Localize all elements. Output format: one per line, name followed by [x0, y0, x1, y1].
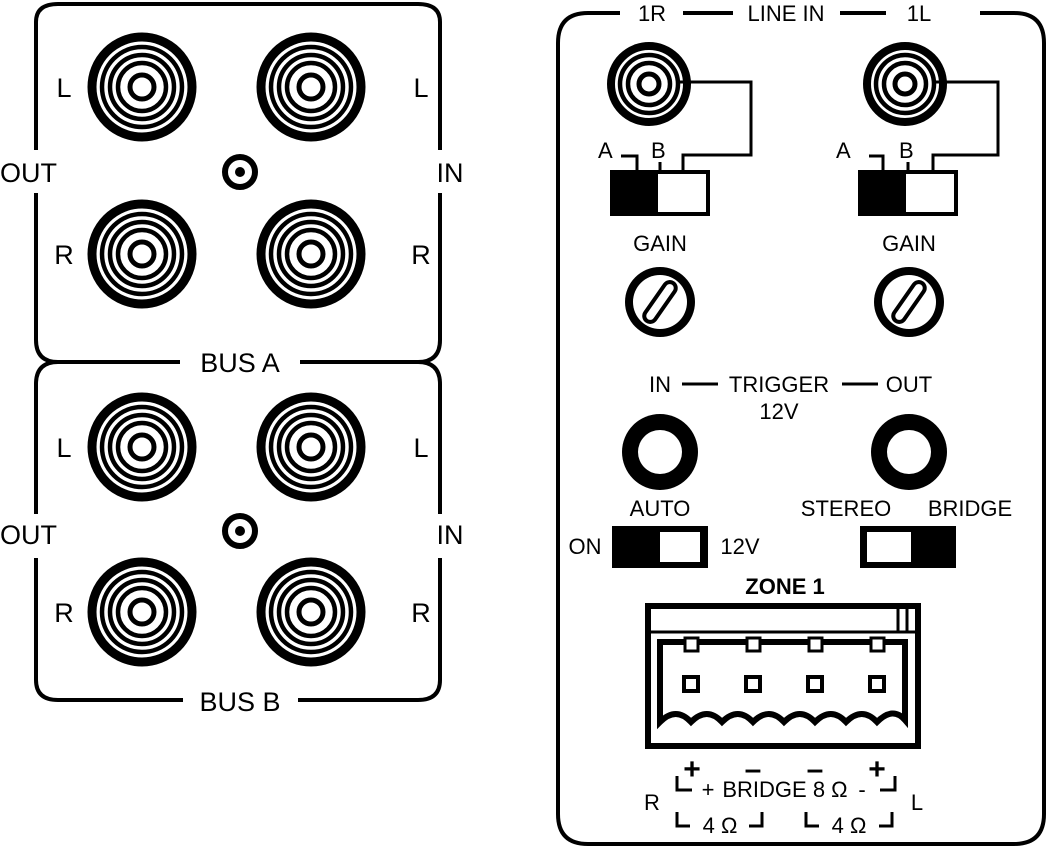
bus-b-section: L L R R OUT IN BUS B — [0, 360, 464, 717]
bus-a-in-r-jack[interactable] — [261, 204, 361, 304]
line-in-1r-jack[interactable] — [611, 46, 687, 122]
stereo-bridge-switch[interactable] — [860, 526, 956, 568]
bridge-plus-label: + — [702, 777, 715, 802]
trigger-out-jack[interactable] — [871, 414, 947, 490]
mode-switch-stereo-label: STEREO — [801, 496, 891, 521]
bus-b-out-l-jack[interactable] — [92, 397, 192, 497]
bus-a-in-label: IN — [437, 158, 464, 188]
trigger-switch-12v-label: 12V — [720, 534, 759, 559]
bus-a-out-r-label: R — [54, 240, 74, 270]
zone-l-label: L — [911, 790, 923, 815]
bus-b-in-r-label: R — [411, 598, 431, 628]
gain-1l-knob[interactable] — [872, 265, 946, 339]
line-in-1r-label: 1R — [638, 1, 666, 26]
gain-1l-label: GAIN — [882, 231, 936, 256]
bus-b-out-l-label: L — [56, 433, 71, 463]
zone-r-label: R — [644, 790, 660, 815]
mode-switch-bridge-label: BRIDGE — [928, 496, 1012, 521]
r-impedance-label: 4 Ω — [703, 813, 738, 838]
bus-b-in-label: IN — [437, 520, 464, 550]
bus-a-in-r-label: R — [411, 240, 431, 270]
line-in-1l-jack[interactable] — [867, 46, 943, 122]
trigger-out-label: OUT — [886, 372, 932, 397]
gain-1r-label: GAIN — [633, 231, 687, 256]
bridge-label: BRIDGE 8 Ω — [722, 777, 847, 802]
trigger-switch-on-label: ON — [569, 534, 602, 559]
gain-1r-knob[interactable] — [623, 265, 697, 339]
zone-1-speaker-terminal[interactable] — [645, 603, 921, 749]
terminal-2-polarity: – — [745, 753, 762, 786]
bus-a-out-l-jack[interactable] — [92, 37, 192, 137]
bus-a-title: BUS A — [200, 348, 280, 378]
bus-a-ground-icon — [225, 157, 255, 187]
bridge-minus-label: - — [858, 777, 865, 802]
bus-b-in-l-label: L — [413, 433, 428, 463]
bus-a-section: L L R R OUT IN BUS A — [0, 2, 464, 378]
switch-1l-ab[interactable] — [858, 170, 958, 216]
switch-1r-ab[interactable] — [610, 170, 710, 216]
bus-b-out-r-label: R — [54, 598, 74, 628]
bus-b-ground-icon — [225, 516, 255, 546]
terminal-4-polarity: + — [868, 753, 886, 786]
terminal-3-polarity: – — [807, 753, 824, 786]
bus-a-out-label: OUT — [0, 158, 57, 188]
line-in-1l-label: 1L — [907, 1, 931, 26]
right-panel: 1R LINE IN 1L A B A B GAIN GAIN — [556, 1, 1046, 846]
line-in-title: LINE IN — [747, 1, 824, 26]
bus-b-title: BUS B — [199, 687, 280, 717]
bus-a-in-l-jack[interactable] — [261, 37, 361, 137]
trigger-mode-switch[interactable] — [612, 526, 708, 568]
switch-1r-a-label: A — [598, 138, 613, 163]
trigger-in-label: IN — [649, 372, 671, 397]
switch-1l-b-label: B — [899, 138, 914, 163]
bus-a-in-l-label: L — [413, 73, 428, 103]
bus-a-out-r-jack[interactable] — [92, 204, 192, 304]
bus-b-in-r-jack[interactable] — [261, 562, 361, 662]
trigger-switch-title: AUTO — [630, 496, 691, 521]
trigger-in-jack[interactable] — [622, 414, 698, 490]
bus-b-out-r-jack[interactable] — [92, 562, 192, 662]
bus-b-in-l-jack[interactable] — [261, 397, 361, 497]
l-impedance-label: 4 Ω — [832, 813, 867, 838]
trigger-title: TRIGGER — [729, 372, 829, 397]
bus-b-out-label: OUT — [0, 520, 57, 550]
switch-1r-b-label: B — [651, 138, 666, 163]
switch-1l-a-label: A — [836, 138, 851, 163]
trigger-voltage-label: 12V — [759, 399, 798, 424]
terminal-1-polarity: + — [683, 753, 701, 786]
bus-a-out-l-label: L — [56, 73, 71, 103]
zone-title: ZONE 1 — [745, 574, 824, 599]
